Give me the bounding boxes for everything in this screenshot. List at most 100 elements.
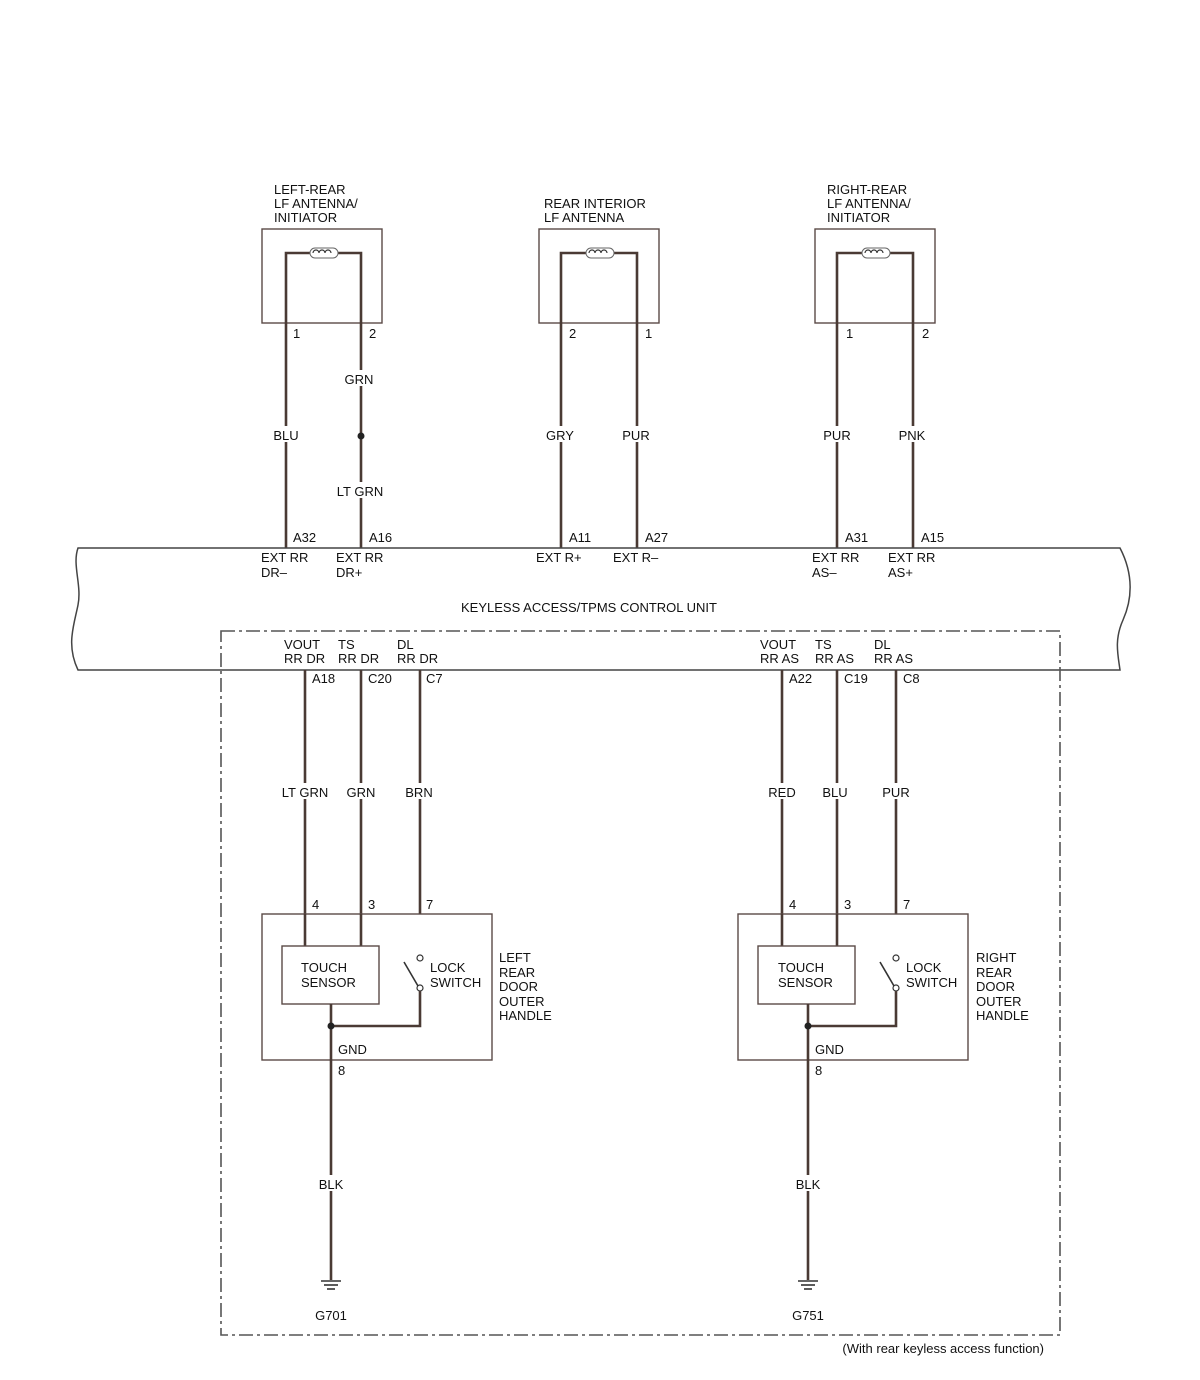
upper-wires: BLU GRN LT GRN GRY PUR PUR PNK <box>266 323 933 548</box>
coil-icon <box>585 247 615 259</box>
wire-label-lt-grn: LT GRN <box>337 484 383 499</box>
right-touch-sensor-box <box>757 945 856 1005</box>
terminal-dl-rr-as-2: RR AS <box>874 651 913 666</box>
control-unit: KEYLESS ACCESS/TPMS CONTROL UNIT A32 A16… <box>70 530 1131 671</box>
left-handle-gnd: GND <box>338 1042 367 1057</box>
coil-icon <box>861 247 891 259</box>
rear-interior-antenna-pin-1: 1 <box>645 326 652 341</box>
wire-label-grn: GRN <box>345 372 374 387</box>
rear-interior-antenna-title-line-1: REAR INTERIOR <box>544 196 646 211</box>
pin-a18: A18 <box>312 671 335 686</box>
pin-a22: A22 <box>789 671 812 686</box>
wire-label-pur-interior: PUR <box>622 428 649 443</box>
wire-label-blk-left: BLK <box>319 1177 344 1192</box>
left-rear-antenna-title-line-1: LEFT-REAR <box>274 182 346 197</box>
wire-label-pnk: PNK <box>899 428 926 443</box>
pin-a15: A15 <box>921 530 944 545</box>
wire-label-blu: BLU <box>273 428 298 443</box>
switch-icon <box>403 954 424 992</box>
terminal-ts-rr-dr-2: RR DR <box>338 651 379 666</box>
wire-label-pur-right-lower: PUR <box>882 785 909 800</box>
option-boundary <box>220 630 1061 1336</box>
rear-interior-antenna-coil-right <box>614 251 639 323</box>
left-rear-antenna-pin-1: 1 <box>293 326 300 341</box>
left-handle-name-3: DOOR <box>499 979 538 994</box>
left-handle-name-4: OUTER <box>499 994 545 1009</box>
right-lower-wires: A22 C19 C8 RED BLU PUR <box>762 670 920 958</box>
rear-interior-antenna-pin-2: 2 <box>569 326 576 341</box>
right-handle-gnd: GND <box>815 1042 844 1057</box>
right-door-handle: 4 3 7 TOUCH SENSOR LOCK SWITCH GND 8 RIG… <box>737 897 1029 1078</box>
pin-c8: C8 <box>903 671 920 686</box>
left-handle-name-1: LEFT <box>499 950 531 965</box>
wire-label-pur-right: PUR <box>823 428 850 443</box>
switch-icon <box>879 954 900 992</box>
pin-a32: A32 <box>293 530 316 545</box>
wire-label-lt-grn-left: LT GRN <box>282 785 328 800</box>
left-handle-pin-3: 3 <box>368 897 375 912</box>
right-handle-gnd-pin: 8 <box>815 1063 822 1078</box>
ground-point-g701: G701 <box>315 1308 347 1323</box>
right-handle-pin-7: 7 <box>903 897 910 912</box>
terminal-ts-rr-as-1: TS <box>815 637 832 652</box>
right-rear-antenna-coil <box>835 251 862 323</box>
terminal-vout-rr-as-1: VOUT <box>760 637 796 652</box>
wire-label-brn-left: BRN <box>405 785 432 800</box>
left-rear-antenna-coil-right <box>338 251 363 323</box>
right-handle-pin-3: 3 <box>844 897 851 912</box>
pin-a11: A11 <box>569 530 591 545</box>
terminal-ext-rr-dr-plus-1: EXT RR <box>336 550 383 565</box>
terminal-ext-r-plus: EXT R+ <box>536 550 582 565</box>
terminal-ts-rr-as-2: RR AS <box>815 651 854 666</box>
terminal-vout-rr-dr-1: VOUT <box>284 637 320 652</box>
wire-label-blu-right: BLU <box>822 785 847 800</box>
terminal-ext-rr-as-minus-1: EXT RR <box>812 550 859 565</box>
right-rear-antenna: RIGHT-REAR LF ANTENNA/ INITIATOR 1 2 <box>814 182 936 341</box>
right-lock-switch-label-1: LOCK <box>906 960 942 975</box>
terminal-dl-rr-as-1: DL <box>874 637 891 652</box>
pin-c20: C20 <box>368 671 392 686</box>
left-touch-sensor-label-2: SENSOR <box>301 975 356 990</box>
footnote: (With rear keyless access function) <box>842 1341 1044 1356</box>
left-touch-sensor-label-1: TOUCH <box>301 960 347 975</box>
wire-label-blk-right: BLK <box>796 1177 821 1192</box>
wire-label-grn-left: GRN <box>347 785 376 800</box>
terminal-vout-rr-as-2: RR AS <box>760 651 799 666</box>
right-rear-antenna-title-line-3: INITIATOR <box>827 210 890 225</box>
wire-label-gry: GRY <box>546 428 574 443</box>
left-touch-sensor-box <box>281 945 380 1005</box>
right-touch-sensor-label-2: SENSOR <box>778 975 833 990</box>
right-handle-name-2: REAR <box>976 965 1012 980</box>
rear-interior-antenna-coil <box>559 251 586 323</box>
left-handle-internal-ground <box>331 991 422 1028</box>
left-handle-pin-7: 7 <box>426 897 433 912</box>
pin-a27: A27 <box>645 530 668 545</box>
terminal-vout-rr-dr-2: RR DR <box>284 651 325 666</box>
right-rear-antenna-pin-1: 1 <box>846 326 853 341</box>
splice-dot <box>357 432 365 440</box>
terminal-dl-rr-dr-2: RR DR <box>397 651 438 666</box>
rear-interior-antenna-title-line-2: LF ANTENNA <box>544 210 625 225</box>
terminal-ts-rr-dr-1: TS <box>338 637 355 652</box>
ground-icon <box>321 1280 341 1290</box>
terminal-ext-rr-dr-minus-2: DR– <box>261 565 288 580</box>
pin-a16: A16 <box>369 530 392 545</box>
left-lock-switch-label-2: SWITCH <box>430 975 481 990</box>
right-rear-antenna-title-line-1: RIGHT-REAR <box>827 182 907 197</box>
left-lock-switch-label-1: LOCK <box>430 960 466 975</box>
ground-icon <box>798 1280 818 1290</box>
terminal-ext-rr-as-minus-2: AS– <box>812 565 837 580</box>
terminal-dl-rr-dr-1: DL <box>397 637 414 652</box>
right-handle-pin-4: 4 <box>789 897 796 912</box>
left-rear-antenna-title-line-3: INITIATOR <box>274 210 337 225</box>
splice-dot <box>327 1022 335 1030</box>
rear-interior-antenna-box <box>538 228 660 324</box>
ground-point-g751: G751 <box>792 1308 824 1323</box>
left-rear-antenna-pin-2: 2 <box>369 326 376 341</box>
left-handle-name-2: REAR <box>499 965 535 980</box>
left-handle-name-5: HANDLE <box>499 1008 552 1023</box>
right-handle-internal-ground <box>808 991 898 1028</box>
right-rear-antenna-title-line-2: LF ANTENNA/ <box>827 196 911 211</box>
left-door-handle: 4 3 7 TOUCH SENSOR LOCK SWITCH GND 8 LEF… <box>261 897 552 1078</box>
